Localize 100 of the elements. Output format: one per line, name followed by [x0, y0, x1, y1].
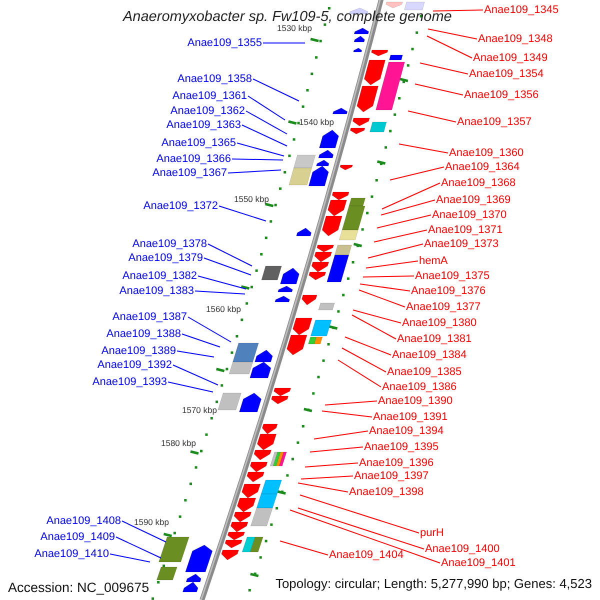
leader-line	[324, 400, 378, 406]
gene-label: Anae109_1366	[156, 152, 231, 166]
leader-line	[252, 78, 300, 102]
gene-label: Anae109_1364	[445, 160, 520, 174]
leader-line	[182, 334, 220, 348]
leader-line	[236, 142, 284, 156]
leader-line	[380, 200, 436, 216]
leader-line	[248, 96, 286, 120]
gene-label: Anae109_1397	[354, 470, 429, 482]
gene-label: Anae109_1369	[436, 194, 511, 206]
leader-line	[116, 536, 162, 558]
leader-line	[218, 206, 266, 222]
leader-line	[122, 520, 166, 542]
gene-label: Anae109_1367	[152, 166, 227, 180]
genome-summary-text: Topology: circular; Length: 5,277,990 bp; Genes: 4,523	[275, 576, 592, 590]
gene-label: Anae109_1392	[97, 358, 172, 372]
leader-line	[314, 430, 368, 440]
scale-label: 1570 kbp	[182, 406, 217, 414]
leader-line	[382, 182, 440, 210]
leader-line	[300, 476, 354, 480]
leader-line	[360, 284, 410, 292]
gene-label: Anae109_1394	[369, 424, 444, 438]
leader-line	[338, 360, 382, 388]
leader-line	[362, 276, 414, 278]
leader-line	[432, 10, 484, 12]
leader-line	[304, 462, 358, 468]
leader-line	[110, 554, 150, 562]
gene-label: Anae109_1384	[392, 348, 467, 362]
leader-line	[176, 350, 214, 358]
leader-line	[198, 276, 246, 290]
gene-label: Anae109_1388	[106, 328, 181, 340]
gene-label: Anae109_1375	[415, 270, 490, 282]
leader-line	[290, 510, 440, 564]
gene-label: Anae109_1362	[170, 104, 245, 118]
gene-label: Anae109_1354	[469, 68, 544, 80]
gene-label: purH	[420, 526, 444, 540]
leader-line	[408, 110, 456, 122]
gene-label: Anae109_1349	[473, 52, 548, 64]
leader-line	[298, 482, 348, 492]
gene-label: Anae109_1398	[349, 486, 424, 498]
leader-line	[298, 508, 424, 550]
leader-line	[352, 314, 396, 340]
leader-line	[344, 336, 392, 356]
gene-label: Anae109_1380	[402, 316, 477, 330]
leader-line	[232, 158, 284, 160]
gene-label: Anae109_1379	[128, 252, 203, 264]
gene-label: Anae109_1345	[484, 4, 559, 16]
leader-line	[358, 290, 406, 308]
leader-line	[420, 62, 468, 74]
gene-label: Anae109_1401	[441, 556, 516, 570]
gene-label: Anae109_1409	[40, 530, 115, 544]
leader-line	[428, 28, 478, 40]
gene-label: Anae109_1360	[449, 146, 524, 160]
gene-label: Anae109_1396	[359, 456, 434, 470]
gene-label: Anae109_1377	[406, 300, 481, 314]
leader-line	[194, 290, 246, 294]
leader-line	[188, 316, 232, 342]
gene-label: Anae109_1356	[464, 88, 539, 102]
gene-label: Anae109_1363	[166, 118, 241, 132]
gene-label: Anae109_1348	[478, 32, 553, 46]
gene-label: Anae109_1373	[424, 238, 499, 250]
leader-line	[228, 170, 282, 174]
leader-line	[368, 244, 424, 258]
gene-label: Anae109_1361	[172, 90, 247, 102]
leader-line	[242, 124, 288, 146]
gene-label: Anae109_1365	[161, 136, 236, 150]
gene-label: Anae109_1404	[329, 548, 404, 562]
leader-line	[398, 144, 448, 154]
leader-line	[310, 446, 364, 452]
gene-label: Anae109_1368	[441, 176, 516, 190]
gene-label: Anae109_1355	[187, 36, 262, 50]
scale-label: 1560 kbp	[206, 304, 241, 314]
gene-label: Anae109_1400	[425, 542, 500, 556]
leader-line	[280, 540, 328, 556]
leader-line	[172, 364, 218, 386]
gene-label: Anae109_1371	[428, 224, 503, 236]
leader-line	[352, 310, 402, 324]
scale-label: 1580 kbp	[161, 438, 196, 448]
gene-label: Anae109_1372	[143, 200, 218, 212]
gene-label: Anae109_1395	[364, 440, 439, 454]
leader-line	[168, 382, 214, 392]
leader-line	[246, 110, 288, 134]
scale-label: 1550 kbp	[234, 194, 269, 204]
scale-label: 1590 kbp	[134, 518, 169, 526]
gene-label: Anae109_1378	[132, 238, 207, 250]
gene-label: Anae109_1376	[411, 284, 486, 298]
gene-label: Anae109_1410	[34, 548, 109, 560]
leader-line	[366, 260, 418, 268]
leader-line	[322, 410, 372, 418]
leader-line	[342, 348, 386, 372]
accession-text: Accession: NC_009675	[8, 581, 150, 595]
gene-label: Anae109_1383	[119, 284, 194, 298]
leader-line	[376, 214, 432, 228]
leader-line	[414, 84, 464, 96]
leader-line	[208, 244, 252, 266]
gene-label: hemA	[419, 254, 448, 268]
leader-line	[374, 230, 428, 242]
gene-label: Anae109_1393	[92, 376, 167, 388]
gene-label: Anae109_1358	[177, 72, 252, 86]
gene-label: Anae109_1408	[46, 514, 121, 528]
